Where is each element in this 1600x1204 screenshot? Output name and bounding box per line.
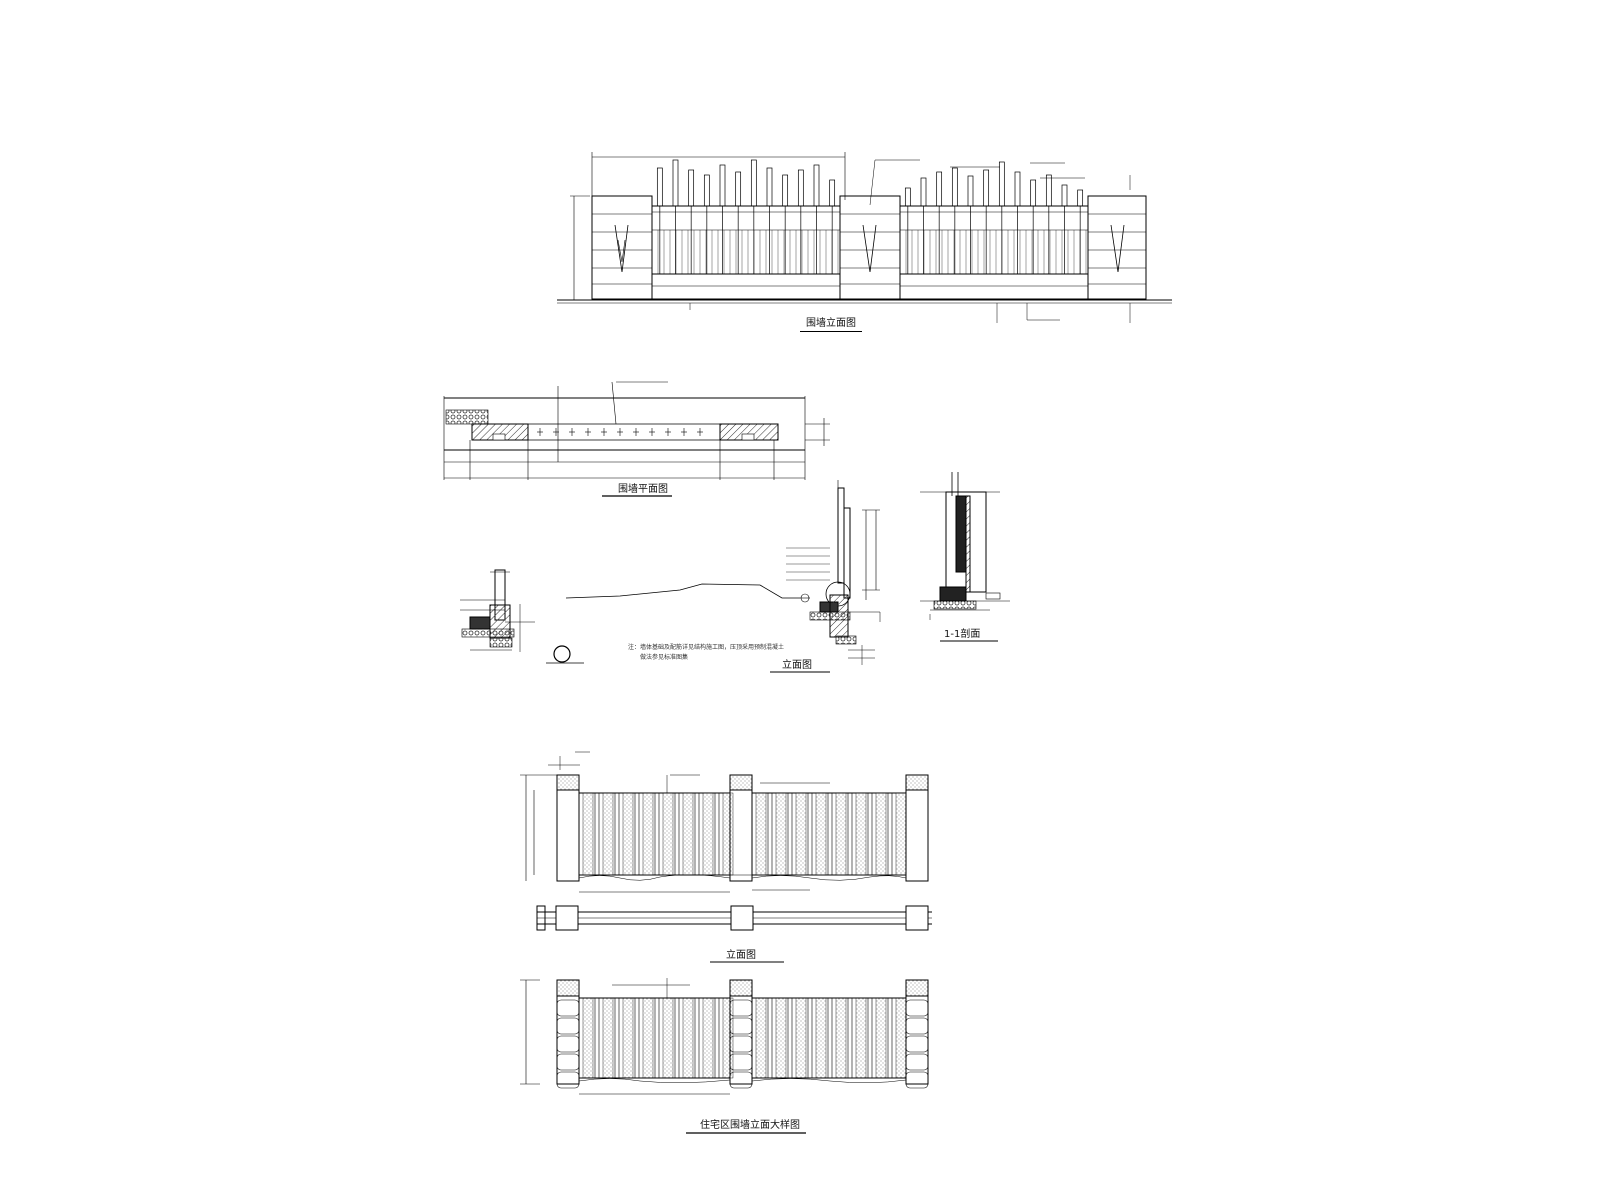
detail-right <box>920 472 1010 642</box>
picket-head <box>983 169 990 207</box>
fill-band <box>835 997 847 1079</box>
bottom-pickets-2 <box>582 997 907 1079</box>
fill-band <box>582 792 594 876</box>
picket-head <box>920 177 927 207</box>
picket-head <box>782 174 789 207</box>
picket-head <box>1045 174 1052 207</box>
picket-head <box>688 169 695 207</box>
fill-band <box>702 792 714 876</box>
front-elevation <box>557 152 1172 323</box>
picket-head <box>735 171 742 207</box>
fill-band <box>642 997 654 1079</box>
fill-band <box>815 997 827 1079</box>
fill-band <box>642 792 654 876</box>
pier-course <box>556 1017 580 1035</box>
fill-band <box>682 792 694 876</box>
picket-head <box>936 171 943 207</box>
slope-profile <box>565 583 800 599</box>
fill-band <box>722 997 734 1079</box>
fill-band <box>895 997 907 1079</box>
pier-course <box>729 999 753 1017</box>
plan-posts <box>537 428 703 436</box>
caption-bottom-elevation: 住宅区围墙立面大样图 <box>700 1120 800 1131</box>
fill-band <box>875 792 887 876</box>
pier-course <box>729 1071 753 1089</box>
fill-band <box>602 997 614 1079</box>
bottom-pickets-1 <box>582 792 907 876</box>
picket-head <box>904 187 911 207</box>
plan-section <box>443 381 830 497</box>
pier-course <box>905 1053 929 1071</box>
fill-band <box>702 997 714 1079</box>
caption-section-plan: 围墙平面图 <box>618 484 668 495</box>
picket-head <box>1030 179 1037 207</box>
pier-course <box>556 1071 580 1089</box>
fill-band <box>815 792 827 876</box>
fill-band <box>622 792 634 876</box>
picket-head <box>656 167 663 207</box>
pier-course <box>905 1035 929 1053</box>
detail-left <box>460 569 584 664</box>
fill-band <box>682 997 694 1079</box>
fill-band <box>775 997 787 1079</box>
picket-head <box>951 167 958 207</box>
picket-head <box>750 159 757 207</box>
picket-head <box>813 164 820 207</box>
thin-plan <box>536 905 932 963</box>
picket-head <box>1061 184 1068 207</box>
fence-panel-1 <box>651 205 841 300</box>
picket-head <box>829 179 836 207</box>
fill-band <box>602 792 614 876</box>
picket-head <box>1014 171 1021 207</box>
fill-band <box>795 792 807 876</box>
pier-course <box>556 999 580 1017</box>
pier-course <box>905 1071 929 1089</box>
pier-left <box>591 195 653 300</box>
picket-head <box>672 159 679 207</box>
pier-middle <box>839 195 901 300</box>
pier-right <box>1087 195 1147 300</box>
fill-band <box>755 997 767 1079</box>
pier-course <box>905 1017 929 1035</box>
fill-band <box>835 792 847 876</box>
fill-band <box>855 792 867 876</box>
fill-band <box>755 792 767 876</box>
note-line-2: 做法参见标准图集 <box>640 654 689 661</box>
picket-head <box>1077 189 1084 207</box>
fill-band <box>622 997 634 1079</box>
fill-band <box>662 792 674 876</box>
fill-band <box>775 792 787 876</box>
fill-band <box>582 997 594 1079</box>
pier-course <box>729 1035 753 1053</box>
bottom-elevation-1 <box>520 751 929 893</box>
pier-course <box>905 999 929 1017</box>
picket-head <box>703 174 710 207</box>
picket-head <box>967 175 974 207</box>
bottom-elevation-2 <box>520 978 929 1134</box>
picket-head <box>797 169 804 207</box>
fill-band <box>895 792 907 876</box>
pier-course <box>729 1053 753 1071</box>
note-line-1: 注：墙体基础及配筋详见结构施工图，压顶采用预制混凝土 <box>628 644 785 651</box>
fill-band <box>662 997 674 1079</box>
caption-front-elevation: 围墙立面图 <box>800 318 862 332</box>
caption-detail-a: 立面图 <box>782 660 812 671</box>
pier-course <box>556 1035 580 1053</box>
caption-detail-b: 1-1剖面 <box>944 629 981 640</box>
pier-course <box>729 1017 753 1035</box>
fill-band <box>722 792 734 876</box>
pier-course <box>556 1053 580 1071</box>
picket-head <box>719 164 726 207</box>
picket-head <box>766 167 773 207</box>
fill-band <box>855 997 867 1079</box>
detail-middle <box>770 480 881 673</box>
fence-panel-2 <box>899 205 1089 300</box>
elevation-pickets <box>656 159 1087 274</box>
fill-band <box>795 997 807 1079</box>
fill-band <box>875 997 887 1079</box>
picket-head <box>998 161 1005 207</box>
caption-plan-b: 立面图 <box>726 950 756 961</box>
